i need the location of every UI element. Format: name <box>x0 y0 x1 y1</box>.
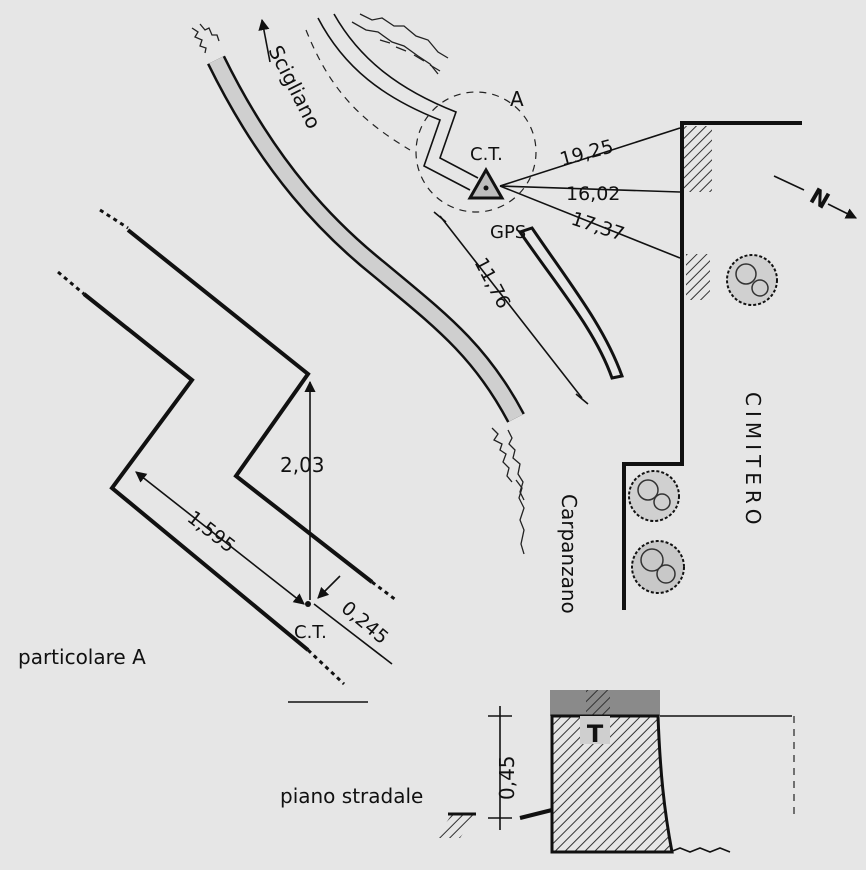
dim-line-4 <box>439 215 583 399</box>
north-label: N <box>805 184 833 215</box>
detail-dim-0-245 <box>313 603 393 665</box>
detail-circle <box>415 91 537 213</box>
dim-label-3: 17,37 <box>568 208 627 246</box>
gps-label: GPS <box>490 222 526 243</box>
dim-line-2 <box>499 185 681 193</box>
dim-label-2: 16,02 <box>566 183 620 205</box>
dim-label-4: 11,76 <box>470 254 515 312</box>
detail-dashed-end-2 <box>57 270 85 296</box>
detail-title: particolare A <box>18 645 146 669</box>
section-dim-label: 0,45 <box>495 755 519 800</box>
road-label-carpanzano: Carpanzano <box>557 494 581 614</box>
detail-dashed-end-1 <box>99 208 129 230</box>
vegetation-bottom <box>491 427 525 555</box>
tree-icon-1 <box>726 254 778 306</box>
cemetery-label: CIMITERO <box>741 392 765 530</box>
tree-icon-2 <box>628 470 680 522</box>
detail-ct-point <box>305 601 311 607</box>
vegetation-top <box>191 13 449 75</box>
dim-line-3 <box>499 185 681 259</box>
detail-ref-label: A <box>510 87 524 111</box>
cemetery-wall-hatch-2 <box>686 254 710 300</box>
road-edge-upper <box>333 13 479 179</box>
dim-line-1 <box>499 127 681 187</box>
section-view: T <box>436 690 795 854</box>
dashed-edge <box>305 29 411 151</box>
road-edge-lower <box>317 17 471 191</box>
dim-label-1: 19,25 <box>558 135 616 170</box>
road-level-label: piano stradale <box>280 784 423 808</box>
cemetery-wall-hatch-1 <box>684 126 712 192</box>
survey-point-marker <box>467 166 505 200</box>
road-label-scigliano: Scigliano <box>264 41 326 132</box>
detail-dim-label-1-595: 1,595 <box>183 507 239 558</box>
tree-icon-3 <box>631 540 685 594</box>
cemetery-wall <box>622 121 802 610</box>
road-band <box>207 55 525 423</box>
north-arrow-icon: N <box>773 175 858 219</box>
detail-dim-label-2-03: 2,03 <box>280 453 325 477</box>
detail-dim-label-0-245: 0,245 <box>337 597 393 649</box>
detail-dim-1-595 <box>135 471 305 605</box>
ct-label: C.T. <box>470 144 503 165</box>
road-strip <box>517 226 625 380</box>
svg-text:T: T <box>587 720 604 748</box>
scigliano-arrow <box>258 18 271 63</box>
detail-ct-label: C.T. <box>294 622 327 643</box>
